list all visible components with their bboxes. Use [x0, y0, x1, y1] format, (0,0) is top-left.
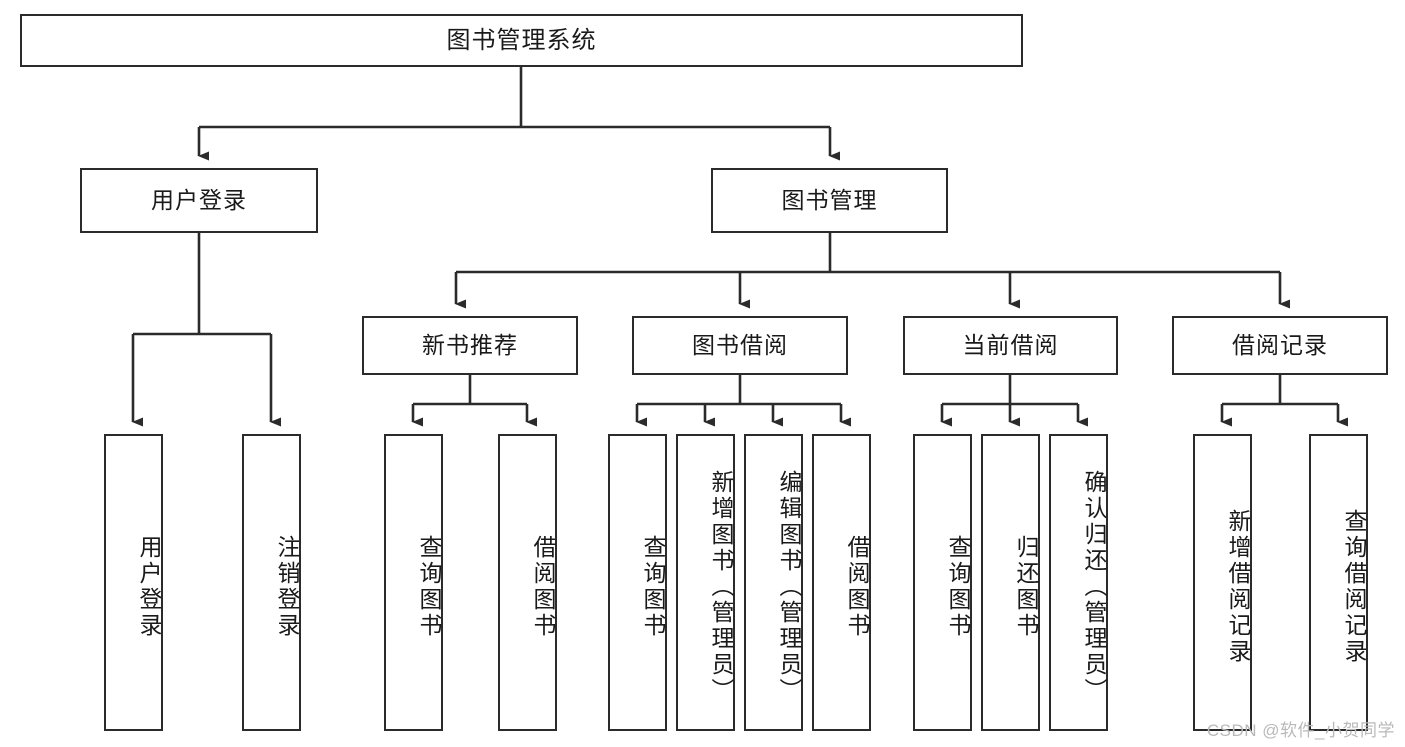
node-root-book-management-system[interactable]: 图书管理系统: [20, 14, 1023, 67]
node-book-management[interactable]: 图书管理: [711, 168, 948, 233]
node-label: 查询图书: [416, 534, 442, 639]
leaf-query-book-3[interactable]: 查询图书: [913, 434, 972, 731]
node-label: 新增图书（管理员）: [708, 469, 734, 704]
node-label: 查询图书: [640, 534, 666, 639]
node-label: 用户登录: [136, 534, 162, 639]
node-label: 借阅图书: [530, 534, 556, 639]
node-current-borrow[interactable]: 当前借阅: [903, 316, 1118, 375]
node-borrow-record[interactable]: 借阅记录: [1172, 316, 1388, 375]
node-label: 借阅记录: [1232, 332, 1328, 359]
node-label: 确认归还（管理员）: [1081, 469, 1107, 704]
node-label: 归还图书: [1013, 534, 1039, 639]
node-label: 注销登录: [274, 534, 300, 639]
node-label: 新增借阅记录: [1225, 508, 1251, 665]
node-label: 图书借阅: [692, 332, 788, 359]
node-user-login[interactable]: 用户登录: [80, 168, 318, 233]
leaf-return-book[interactable]: 归还图书: [981, 434, 1040, 731]
node-label: 图书管理: [781, 187, 878, 214]
leaf-user-login[interactable]: 用户登录: [104, 434, 163, 731]
leaf-confirm-return[interactable]: 确认归还（管理员）: [1049, 434, 1108, 731]
leaf-add-record[interactable]: 新增借阅记录: [1193, 434, 1252, 731]
leaf-query-book-2[interactable]: 查询图书: [608, 434, 667, 731]
node-new-book-recommend[interactable]: 新书推荐: [362, 316, 578, 375]
csdn-watermark: CSDN @软件_小贺同学: [1206, 721, 1395, 740]
leaf-borrow-book-1[interactable]: 借阅图书: [498, 434, 557, 731]
node-label: 查询图书: [945, 534, 971, 639]
leaf-logout-login[interactable]: 注销登录: [242, 434, 301, 731]
node-label: 新书推荐: [422, 332, 518, 359]
node-label: 当前借阅: [962, 332, 1059, 359]
leaf-query-record[interactable]: 查询借阅记录: [1309, 434, 1368, 731]
node-book-borrow[interactable]: 图书借阅: [632, 316, 848, 375]
node-label: 借阅图书: [844, 534, 870, 639]
node-label: 查询借阅记录: [1341, 508, 1367, 665]
leaf-add-book[interactable]: 新增图书（管理员）: [676, 434, 735, 731]
leaf-query-book-1[interactable]: 查询图书: [384, 434, 443, 731]
node-label: 用户登录: [151, 187, 247, 214]
node-label: 图书管理系统: [446, 26, 597, 54]
leaf-edit-book[interactable]: 编辑图书（管理员）: [744, 434, 803, 731]
leaf-borrow-book-2[interactable]: 借阅图书: [812, 434, 871, 731]
node-label: 编辑图书（管理员）: [776, 469, 802, 704]
